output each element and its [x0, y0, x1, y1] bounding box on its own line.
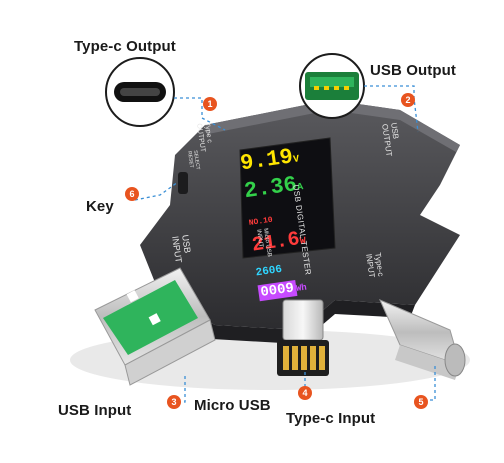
- callout-typec-input: Type-c Input: [286, 410, 376, 427]
- screen-readout: 9.19V 2.36A NO.10 21.6W 2606 0009Wh: [239, 140, 341, 302]
- port-label-key: SELECT RESET: [186, 150, 201, 171]
- usb-input-plug: [94, 267, 216, 386]
- badge-3: 3: [167, 395, 181, 409]
- badge-2: 2: [401, 93, 415, 107]
- micro-usb-plug: [277, 299, 329, 376]
- port-label-usb-input: USB INPUT: [170, 234, 194, 264]
- usb-output-zoom: [299, 53, 365, 119]
- typec-input-plug: [379, 299, 466, 380]
- callout-usb-input: USB Input: [58, 402, 132, 419]
- voltage-unit: V: [292, 154, 301, 167]
- callout-typec-output: Type-c Output: [74, 38, 176, 55]
- badge-5: 5: [414, 395, 428, 409]
- callout-key: Key: [86, 198, 114, 215]
- badge-4: 4: [298, 386, 312, 400]
- callout-micro-usb: Micro USB: [194, 397, 271, 414]
- callout-usb-output: USB Output: [370, 62, 456, 79]
- device-screen: [239, 137, 336, 259]
- badge-6: 6: [125, 187, 139, 201]
- energy-unit: Wh: [295, 282, 308, 294]
- typec-output-zoom: [105, 57, 175, 127]
- group-label: NO.10: [248, 215, 274, 228]
- badge-1: 1: [203, 97, 217, 111]
- time-value: 2606: [255, 263, 283, 280]
- port-label-typec-input: Type-c INPUT: [364, 252, 385, 278]
- key-button[interactable]: [178, 172, 188, 194]
- energy-value: 0009: [257, 280, 298, 302]
